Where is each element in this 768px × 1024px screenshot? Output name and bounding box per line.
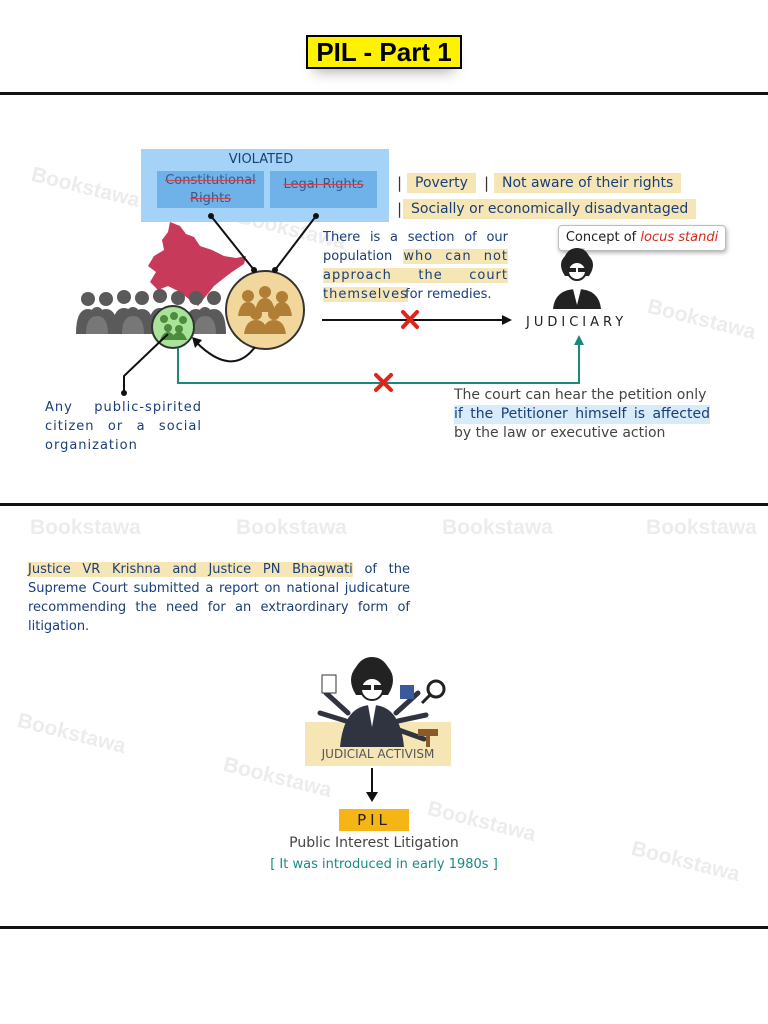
constitutional-rights-label: Constitutional Rights bbox=[165, 173, 256, 206]
support-arrowhead bbox=[192, 337, 202, 348]
top-divider bbox=[0, 92, 768, 95]
locus-standi-callout: Concept of locus standi bbox=[558, 225, 726, 251]
connector-lines bbox=[210, 215, 317, 271]
poverty-tag: Poverty bbox=[407, 173, 476, 193]
citizen-group-icon bbox=[160, 312, 187, 340]
blocked-cross-icon bbox=[374, 373, 393, 392]
connector-dot bbox=[272, 267, 278, 273]
population-text-part3: for remedies. bbox=[405, 287, 492, 302]
citizen-text: Any public-spirited citizen or a social … bbox=[45, 400, 202, 453]
separator: | bbox=[484, 174, 490, 192]
approach-arrowhead bbox=[502, 315, 512, 325]
citizen-petition-arrowhead bbox=[574, 335, 584, 345]
watermark: Bookstawa bbox=[14, 708, 129, 759]
court-text-highlight: if the Petitioner himself is affected bbox=[454, 405, 710, 424]
justices-names: Justice VR Krishna and Justice PN Bhagwa… bbox=[28, 562, 353, 577]
court-text-part3: by the law or executive action bbox=[454, 425, 666, 441]
connector-dot bbox=[208, 213, 214, 219]
affected-population-icon bbox=[238, 286, 292, 334]
not-aware-tag: Not aware of their rights bbox=[494, 173, 682, 193]
blocked-cross-icon bbox=[401, 310, 419, 329]
report-body: of the Supreme Court submitted a report … bbox=[28, 562, 411, 634]
report-text: Justice VR Krishna and Justice PN Bhagwa… bbox=[28, 560, 410, 636]
watermark: Bookstawa bbox=[30, 516, 141, 539]
watermark: Bookstawa bbox=[628, 836, 743, 887]
legal-rights-box bbox=[270, 171, 377, 208]
support-arrow bbox=[195, 341, 256, 363]
separator: | bbox=[397, 174, 403, 192]
callout-prefix: Concept of bbox=[565, 230, 637, 245]
population-text-part1: There is a section of our population bbox=[323, 230, 508, 264]
disadvantaged-tag: Socially or economically disadvantaged bbox=[403, 199, 697, 219]
pil-label: PIL bbox=[339, 809, 409, 831]
middle-divider bbox=[0, 503, 768, 506]
court-text: The court can hear the petition only if … bbox=[454, 386, 710, 443]
connector-dot bbox=[313, 213, 319, 219]
citizen-petition-arrow bbox=[177, 343, 580, 384]
judge-icon bbox=[553, 248, 601, 309]
watermark: Bookstawa bbox=[442, 516, 553, 539]
bottom-divider bbox=[0, 926, 768, 929]
page-title: PIL - Part 1 bbox=[306, 35, 462, 69]
multi-arm-judge-icon bbox=[317, 657, 446, 747]
connector-dot bbox=[251, 267, 257, 273]
separator: | bbox=[397, 200, 403, 218]
judicial-activism-label: JUDICIAL ACTIVISM bbox=[321, 747, 435, 761]
pil-introduction-note: [ It was introduced in early 1980s ] bbox=[270, 857, 498, 872]
population-text: There is a section of our population who… bbox=[323, 228, 509, 304]
court-text-part1: The court can hear the petition only bbox=[454, 387, 707, 403]
watermark: Bookstawa bbox=[646, 516, 757, 539]
judiciary-label: JUDICIARY bbox=[526, 315, 628, 330]
down-arrow bbox=[366, 768, 378, 802]
callout-term: locus standi bbox=[640, 230, 719, 245]
legal-rights-label: Legal Rights bbox=[283, 177, 364, 192]
violated-heading: VIOLATED bbox=[228, 152, 294, 167]
diagram-graphics bbox=[76, 213, 601, 396]
citizen-pointer bbox=[123, 333, 169, 393]
india-map-icon bbox=[148, 222, 246, 306]
watermark: Bookstawa bbox=[236, 516, 347, 539]
pil-full-name: Public Interest Litigation bbox=[289, 835, 459, 851]
constitutional-rights-box bbox=[157, 171, 264, 208]
citizen-pointer-dot bbox=[121, 390, 127, 396]
